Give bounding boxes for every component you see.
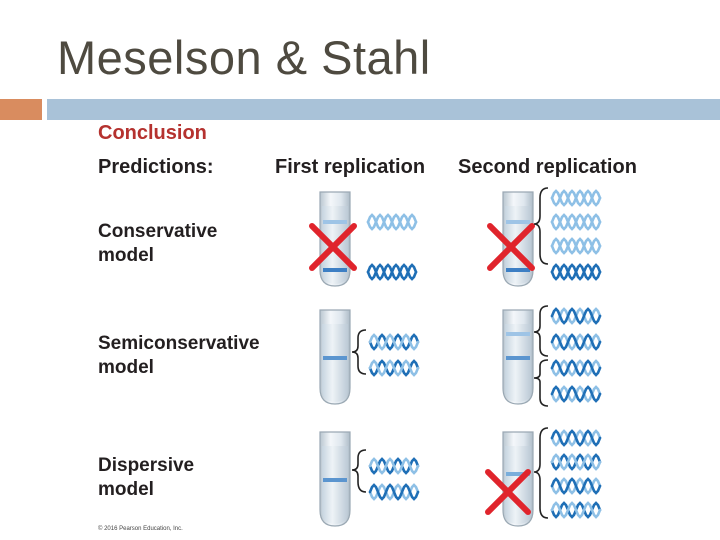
dna-helix-icon: [552, 335, 600, 349]
dna-helix-icon: [552, 265, 600, 279]
accent-bar-blue: [47, 99, 720, 120]
figure-artwork: [96, 120, 656, 540]
dna-helix-icon: [368, 265, 416, 279]
bracket-icon: [534, 428, 548, 518]
bracket-icon: [352, 330, 366, 374]
dna-helix-icon: [552, 239, 600, 253]
replication-figure: Conclusion Predictions: First replicatio…: [96, 120, 656, 540]
dna-helix-icon: [370, 361, 418, 375]
band-light: [506, 220, 530, 224]
dna-helix-icon: [552, 503, 600, 517]
band-hybrid: [506, 356, 530, 360]
band-light: [323, 220, 347, 224]
bracket-icon: [352, 450, 366, 492]
accent-bar-orange: [0, 99, 42, 120]
band-heavy: [323, 268, 347, 272]
dna-helix-icon: [552, 431, 600, 445]
band-heavy: [506, 268, 530, 272]
dna-helix-icon: [370, 485, 418, 499]
dna-helix-icon: [552, 215, 600, 229]
tube-semiconservative-first: [320, 310, 350, 404]
band-hybrid: [323, 478, 347, 482]
tube-dispersive-first: [320, 432, 350, 526]
bracket-icon: [534, 360, 548, 406]
bracket-icon: [534, 188, 548, 264]
dna-helix-icon: [552, 455, 600, 469]
slide-title: Meselson & Stahl: [57, 30, 431, 85]
band-hybrid: [323, 356, 347, 360]
dna-helix-icon: [552, 361, 600, 375]
dna-helix-icon: [552, 479, 600, 493]
dna-helix-layer: [368, 191, 600, 517]
tube-semiconservative-second: [503, 310, 533, 404]
bracket-icon: [534, 306, 548, 356]
dna-helix-icon: [552, 387, 600, 401]
dna-helix-icon: [552, 309, 600, 323]
dna-helix-icon: [552, 191, 600, 205]
dna-helix-icon: [370, 335, 418, 349]
band-light: [506, 332, 530, 336]
dna-helix-icon: [370, 459, 418, 473]
dna-helix-icon: [368, 215, 416, 229]
